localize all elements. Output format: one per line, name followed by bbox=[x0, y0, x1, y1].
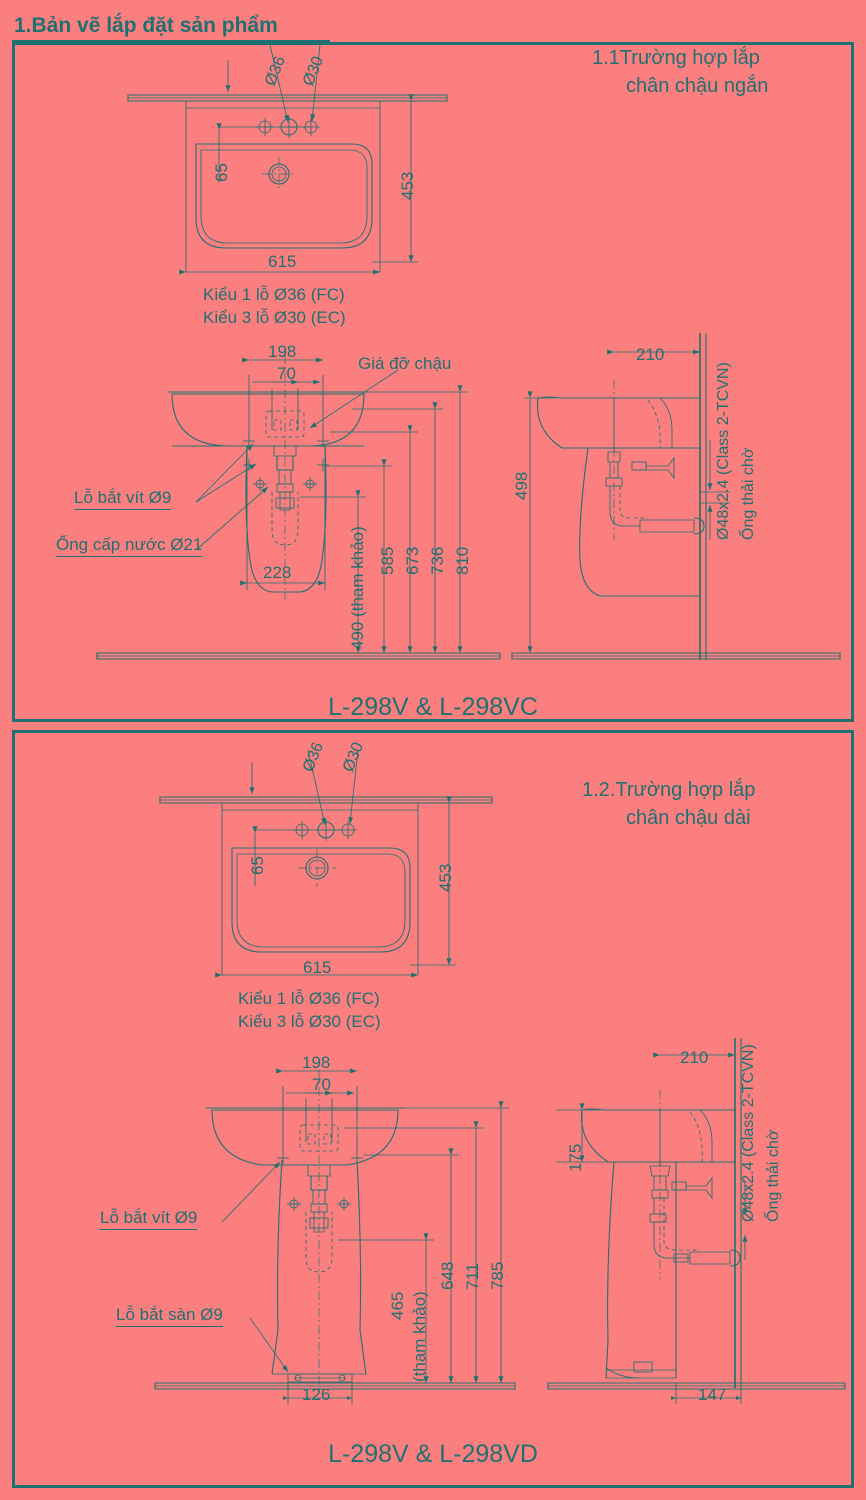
plan1-caption-1: Kiểu 1 lỗ Ø36 (FC) bbox=[203, 285, 345, 304]
front1-note-supply: Ống cấp nước Ø21 bbox=[56, 535, 203, 557]
section-panel-1 bbox=[12, 42, 854, 722]
side-view-2 bbox=[547, 1038, 846, 1404]
front-view-1 bbox=[96, 355, 501, 660]
plan1-dim-615: 615 bbox=[268, 252, 297, 271]
front1-note-bracket: Giá đỡ chậu bbox=[358, 354, 452, 373]
title-underline bbox=[12, 40, 330, 43]
front2-note-screw: Lỗ bắt vít Ø9 bbox=[100, 1208, 198, 1230]
front-view-2 bbox=[154, 1068, 516, 1404]
plan-view-2 bbox=[159, 749, 493, 978]
plan2-caption-2: Kiểu 3 lỗ Ø30 (EC) bbox=[238, 1012, 381, 1031]
plan2-caption-1: Kiểu 1 lỗ Ø36 (FC) bbox=[238, 989, 380, 1008]
front2-dim-70: 70 bbox=[312, 1075, 331, 1094]
section-1-heading-line1: 1.1Trường hợp lắp bbox=[592, 47, 760, 69]
front1-dim-70: 70 bbox=[277, 364, 296, 383]
plan1-caption-2: Kiểu 3 lỗ Ø30 (EC) bbox=[203, 308, 346, 327]
plan2-dim-615: 615 bbox=[303, 958, 332, 977]
section-2-heading-line2: chân chậu dài bbox=[626, 807, 751, 829]
front1-dim-198: 198 bbox=[268, 342, 297, 361]
section-2-heading-line1: 1.2.Trường hợp lắp bbox=[582, 779, 756, 801]
side-view-1 bbox=[511, 333, 841, 660]
page-title: 1.Bản vẽ lắp đặt sản phẩm bbox=[14, 14, 278, 37]
front1-dim-228: 228 bbox=[263, 563, 292, 582]
front2-note-floor: Lỗ bắt sàn Ø9 bbox=[116, 1305, 223, 1327]
section-panel-2 bbox=[12, 730, 854, 1488]
front1-note-screw: Lỗ bắt vít Ø9 bbox=[74, 488, 172, 510]
model-label-2: L-298V & L-298VD bbox=[328, 1440, 538, 1468]
plan-view-1 bbox=[127, 44, 448, 275]
model-label-1: L-298V & L-298VC bbox=[328, 693, 538, 721]
section-1-heading-line2: chân chậu ngắn bbox=[626, 75, 769, 97]
front2-dim-198: 198 bbox=[302, 1053, 331, 1072]
